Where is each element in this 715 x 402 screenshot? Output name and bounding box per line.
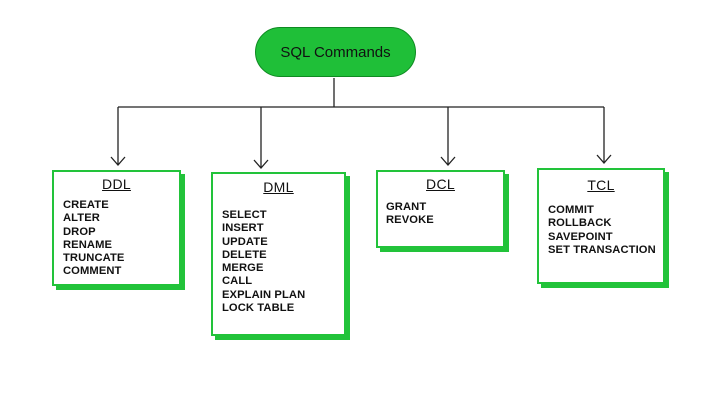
command-item: EXPLAIN PLAN: [222, 288, 306, 301]
category-title-dcl: DCL: [426, 176, 455, 192]
category-box-tcl: TCL COMMIT ROLLBACK SAVEPOINT SET TRANSA…: [537, 168, 665, 284]
command-list-dml: SELECT INSERT UPDATE DELETE MERGE CALL E…: [222, 209, 305, 315]
command-item: GRANT: [386, 201, 427, 213]
command-item: CREATE: [63, 199, 109, 211]
command-item: TRUNCATE: [63, 252, 125, 265]
category-title-tcl: TCL: [587, 177, 615, 193]
category-box-dml: DML SELECT INSERT UPDATE DELETE MERGE CA…: [211, 172, 346, 336]
command-item: COMMIT: [548, 204, 594, 216]
root-node-sql-commands: SQL Commands: [255, 27, 416, 77]
command-list-ddl: CREATE ALTER DROP RENAME TRUNCATE COMMEN…: [63, 199, 125, 279]
command-item: CALL: [222, 275, 253, 288]
command-list-tcl: COMMIT ROLLBACK SAVEPOINT SET TRANSACTIO…: [548, 204, 656, 257]
command-item: ROLLBACK: [548, 217, 612, 230]
arrowhead-dml: [253, 159, 269, 169]
command-item: RENAME: [63, 238, 113, 251]
command-list-dcl: GRANT REVOKE: [386, 201, 434, 228]
command-item: SAVEPOINT: [548, 230, 613, 243]
command-item: SET TRANSACTION: [548, 243, 656, 256]
command-item: ALTER: [63, 212, 100, 225]
command-item: SELECT: [222, 209, 267, 221]
command-item: UPDATE: [222, 235, 268, 248]
arrowhead-dcl: [440, 156, 456, 166]
command-item: DELETE: [222, 248, 267, 261]
command-item: DROP: [63, 225, 96, 238]
category-box-ddl: DDL CREATE ALTER DROP RENAME TRUNCATE CO…: [52, 170, 181, 286]
command-item: COMMENT: [63, 265, 122, 278]
category-title-dml: DML: [263, 179, 294, 195]
command-item: REVOKE: [386, 214, 434, 227]
command-item: LOCK TABLE: [222, 302, 295, 315]
command-item: INSERT: [222, 222, 264, 235]
command-item: MERGE: [222, 262, 264, 275]
arrowhead-tcl: [596, 154, 612, 164]
category-box-dcl: DCL GRANT REVOKE: [376, 170, 505, 248]
category-title-ddl: DDL: [102, 176, 131, 192]
arrowhead-ddl: [110, 156, 126, 166]
